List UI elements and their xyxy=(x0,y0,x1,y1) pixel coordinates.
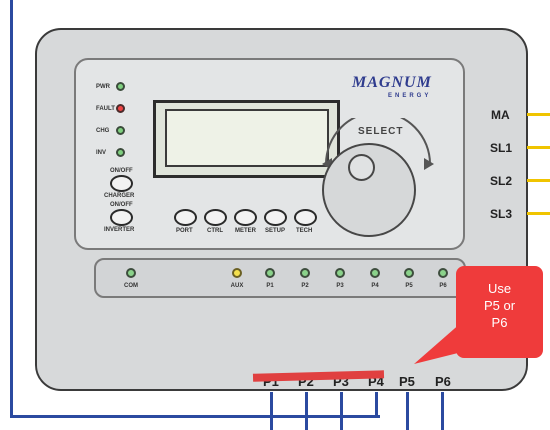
p5-led xyxy=(404,268,414,278)
wire-p2 xyxy=(305,392,308,430)
connector-sl1: SL1 xyxy=(490,141,513,155)
p1-label: P1 xyxy=(266,283,274,289)
wire-p5 xyxy=(406,392,409,430)
bottom-port-p6: P6 xyxy=(435,374,451,389)
meter-button-label: METER xyxy=(235,228,256,234)
p4-label: P4 xyxy=(371,283,379,289)
left-wire xyxy=(10,0,13,418)
bottom-port-p5: P5 xyxy=(399,374,415,389)
com-label: COM xyxy=(124,283,138,289)
setup-button[interactable] xyxy=(264,209,287,226)
chg-led xyxy=(116,126,125,135)
indicator-label-fault: FAULT xyxy=(96,106,115,112)
inv-led xyxy=(116,148,125,157)
callout-box: Use P5 or P6 xyxy=(456,266,543,358)
inverter-label: INVERTER xyxy=(104,227,135,233)
indicator-label-inv: INV xyxy=(96,150,107,156)
callout-line2: P5 or xyxy=(483,298,516,313)
brand-logo: MAGNUM xyxy=(352,74,432,91)
ctrl-button[interactable] xyxy=(204,209,227,226)
inverter-button[interactable] xyxy=(110,209,133,226)
setup-button-label: SETUP xyxy=(265,228,286,234)
charger-onoff-label: ON/OFF xyxy=(110,168,133,174)
com-led xyxy=(126,268,136,278)
lead-ma xyxy=(527,113,550,116)
port-button-label: PORT xyxy=(176,228,193,234)
p4-led xyxy=(370,268,380,278)
tech-button-label: TECH xyxy=(296,228,313,234)
tech-button[interactable] xyxy=(294,209,317,226)
p2-led xyxy=(300,268,310,278)
callout-line1: Use xyxy=(487,281,512,296)
brand-sub: ENERGY xyxy=(388,93,432,99)
p3-label: P3 xyxy=(336,283,344,289)
menu-buttons: PORT CTRL METER SETUP TECH xyxy=(172,207,322,237)
inverter-onoff-label: ON/OFF xyxy=(110,202,133,208)
port-strip xyxy=(94,258,466,298)
bottom-wire xyxy=(10,415,380,418)
charger-button[interactable] xyxy=(110,175,133,192)
pwr-led xyxy=(116,82,125,91)
aux-led xyxy=(232,268,242,278)
indicator-label-pwr: PWR xyxy=(96,84,110,90)
select-label: SELECT xyxy=(358,126,404,137)
ctrl-button-label: CTRL xyxy=(207,228,223,234)
p6-label: P6 xyxy=(439,283,447,289)
p3-led xyxy=(335,268,345,278)
wire-p4 xyxy=(375,392,378,418)
fault-led xyxy=(116,104,125,113)
meter-button[interactable] xyxy=(234,209,257,226)
lcd-screen xyxy=(165,109,329,167)
select-knob-cap xyxy=(348,154,375,181)
status-indicators: PWR FAULT CHG INV xyxy=(96,82,136,162)
lead-sl3 xyxy=(527,212,550,215)
wire-p3 xyxy=(340,392,343,430)
callout-line3: P6 xyxy=(491,315,508,330)
aux-label: AUX xyxy=(230,283,244,289)
connector-ma: MA xyxy=(491,108,510,122)
lead-sl1 xyxy=(527,146,550,149)
p2-label: P2 xyxy=(301,283,309,289)
indicator-label-chg: CHG xyxy=(96,128,110,134)
connector-sl2: SL2 xyxy=(490,174,513,188)
wire-p1 xyxy=(270,392,273,430)
port-button[interactable] xyxy=(174,209,197,226)
connector-sl3: SL3 xyxy=(490,207,513,221)
p1-led xyxy=(265,268,275,278)
p6-led xyxy=(438,268,448,278)
wire-p6 xyxy=(441,392,444,430)
lead-sl2 xyxy=(527,179,550,182)
charger-label: CHARGER xyxy=(104,193,135,199)
p5-label: P5 xyxy=(405,283,413,289)
